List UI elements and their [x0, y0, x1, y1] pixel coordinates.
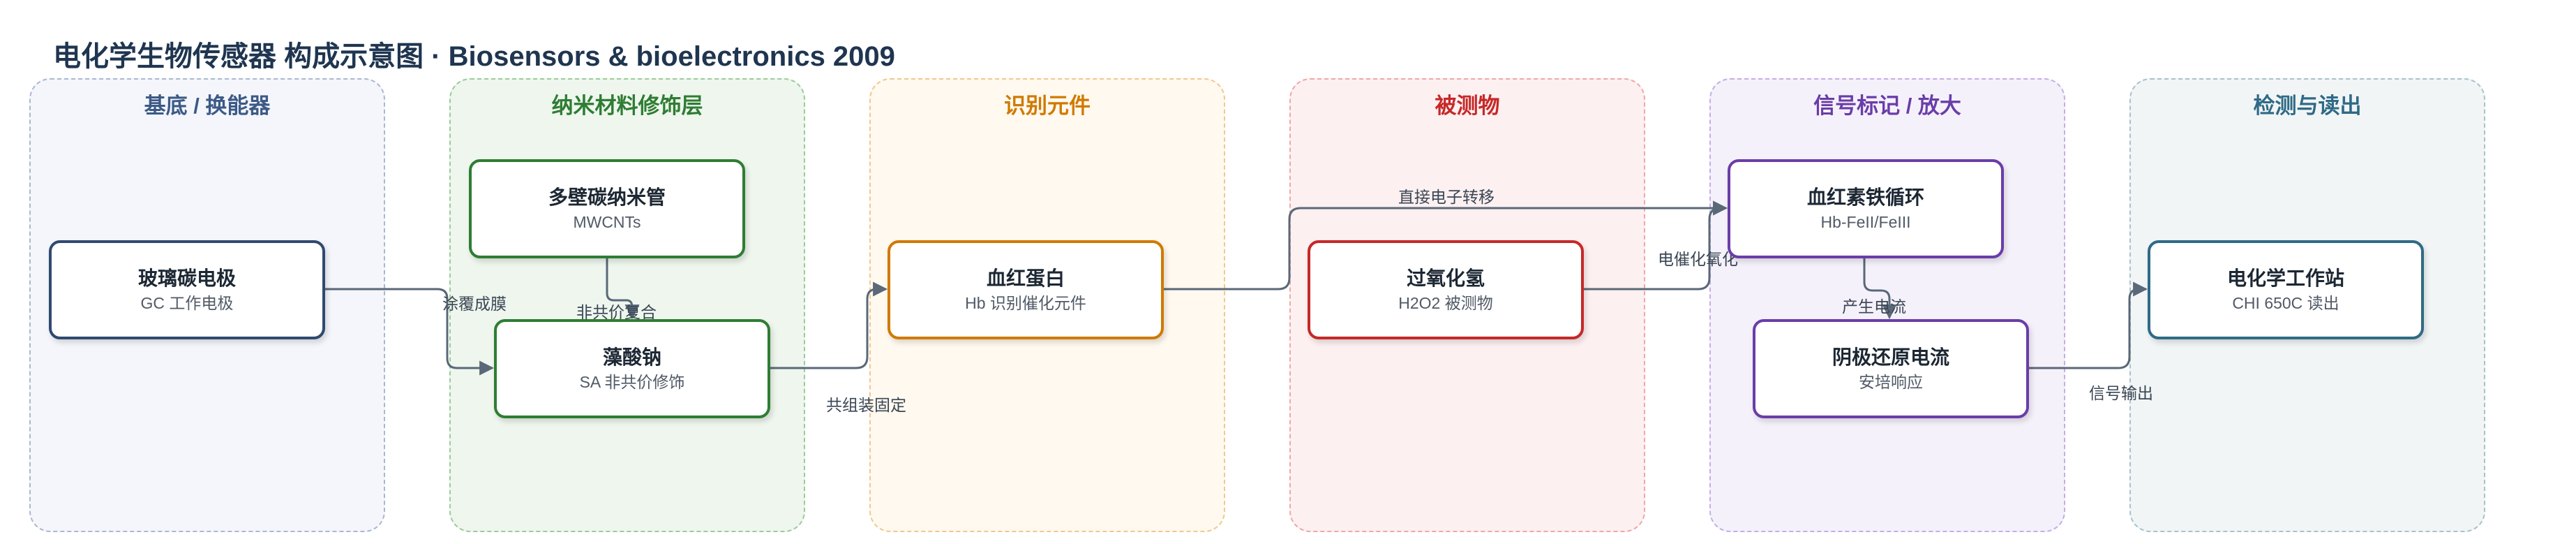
- node-subtitle: CHI 650C 读出: [2232, 294, 2339, 312]
- edge-mwcnt-sa: [606, 258, 640, 320]
- node-subtitle: MWCNTs: [573, 213, 641, 231]
- edge-gce-sa: [325, 288, 495, 376]
- node-name: 阴极还原电流: [1832, 346, 1949, 368]
- node-glassy-carbon-electrode[interactable]: 玻璃碳电极 GC 工作电极: [49, 240, 325, 339]
- lane-title-recognition: 识别元件: [1004, 94, 1091, 118]
- node-name: 血红素铁循环: [1806, 186, 1924, 208]
- node-hydrogen-peroxide[interactable]: 过氧化氢 H2O2 被测物: [1308, 240, 1584, 339]
- edge-hb-cycle: [1162, 200, 1728, 291]
- node-subtitle: Hb 识别催化元件: [965, 294, 1086, 312]
- node-name: 藻酸钠: [602, 346, 661, 368]
- node-name: 玻璃碳电极: [137, 267, 236, 289]
- edge-label-coat: 涂覆成膜: [442, 295, 507, 313]
- lane-title-readout: 检测与读出: [2253, 94, 2362, 118]
- edge-label-noncovalent: 非共价复合: [576, 303, 657, 321]
- edge-label-direct-et: 直接电子转移: [1398, 188, 1495, 206]
- node-name: 过氧化氢: [1406, 267, 1485, 289]
- edge-h2o2-cycle: [1582, 200, 1728, 291]
- lane-title-substrate: 基底 / 换能器: [144, 94, 271, 118]
- node-hemoglobin[interactable]: 血红蛋白 Hb 识别催化元件: [888, 240, 1164, 339]
- edge-label-signal-out: 信号输出: [2089, 384, 2153, 402]
- edge-label-coassembly: 共组装固定: [826, 396, 906, 414]
- node-subtitle: Hb-FeII/FeIII: [1820, 213, 1911, 231]
- node-subtitle: 安培响应: [1859, 373, 1923, 391]
- lane-title-analyte: 被测物: [1435, 94, 1500, 118]
- edge-cycle-current: [1863, 258, 1897, 320]
- node-name: 多壁碳纳米管: [548, 186, 666, 208]
- page-title: 电化学生物传感器 构成示意图 · Biosensors & bioelectro…: [53, 41, 895, 72]
- edge-current-chi: [2026, 281, 2148, 369]
- node-mwcnts[interactable]: 多壁碳纳米管 MWCNTs: [469, 159, 745, 258]
- node-subtitle: SA 非共价修饰: [579, 373, 685, 391]
- node-electrochemical-workstation[interactable]: 电化学工作站 CHI 650C 读出: [2148, 240, 2424, 339]
- node-subtitle: GC 工作电极: [140, 294, 234, 312]
- node-subtitle: H2O2 被测物: [1398, 294, 1493, 312]
- node-cathodic-current[interactable]: 阴极还原电流 安培响应: [1753, 319, 2029, 418]
- node-sodium-alginate[interactable]: 藻酸钠 SA 非共价修饰: [494, 319, 770, 418]
- edge-label-produce-current: 产生电流: [1842, 297, 1906, 316]
- node-heme-iron-cycle[interactable]: 血红素铁循环 Hb-FeII/FeIII: [1728, 159, 2004, 258]
- node-name: 电化学工作站: [2226, 267, 2344, 289]
- edge-label-electrocatalytic: 电催化氧化: [1658, 250, 1738, 268]
- edge-sa-hb: [769, 281, 888, 369]
- lane-title-nanomaterial: 纳米材料修饰层: [551, 94, 703, 118]
- node-name: 血红蛋白: [986, 267, 1065, 289]
- lane-title-signal: 信号标记 / 放大: [1813, 94, 1961, 118]
